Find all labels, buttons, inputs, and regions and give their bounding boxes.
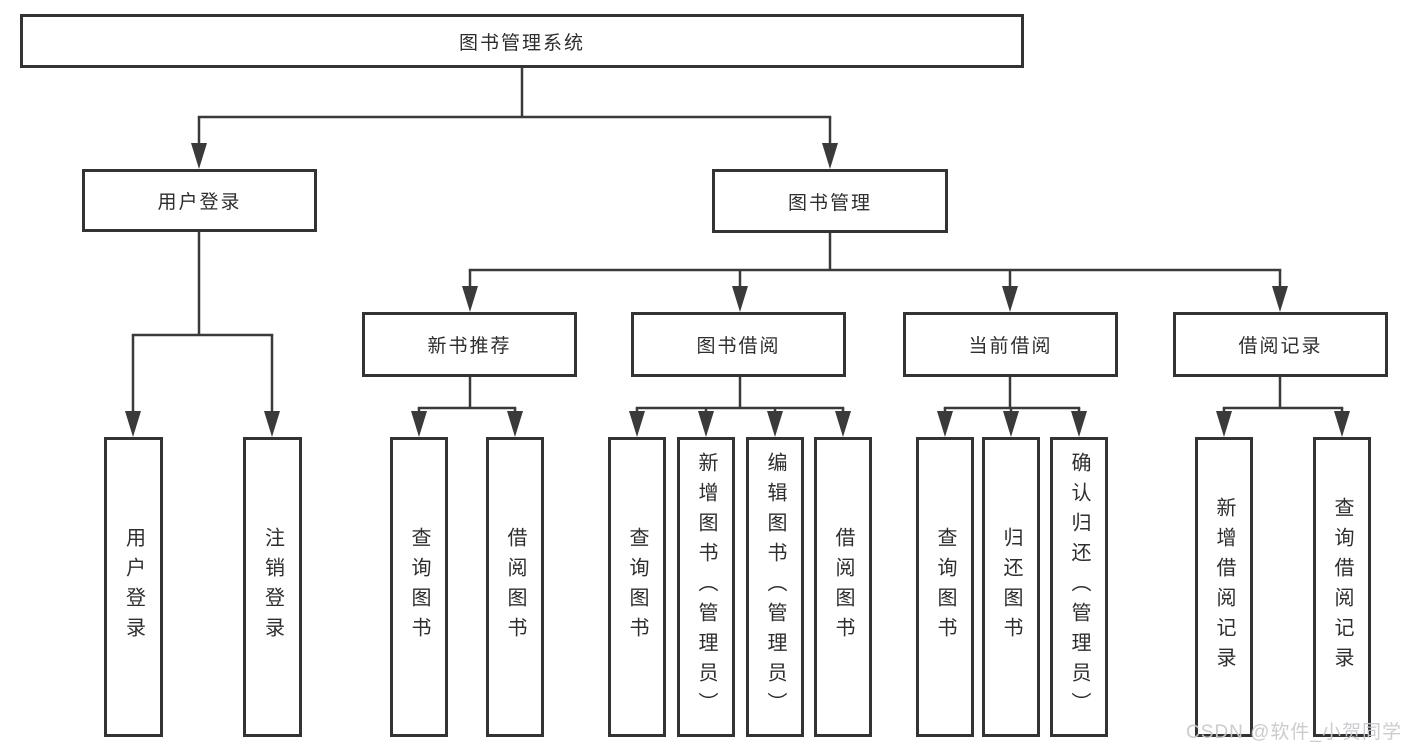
watermark: CSDN @软件_小贺同学: [1186, 722, 1402, 743]
leaf-user-login-label: 用户登录: [122, 527, 145, 647]
node-book-management-label: 图书管理: [787, 192, 872, 214]
leaf-logout: 注销登录: [243, 437, 302, 737]
leaf-br-add-record-label: 新增借阅记录: [1213, 497, 1235, 677]
leaf-nbr-query-books: 查询图书: [390, 437, 448, 737]
leaf-user-login: 用户登录: [104, 437, 163, 737]
leaf-cb-query-books: 查询图书: [916, 437, 974, 737]
leaf-bb-borrow-books-label: 借阅图书: [832, 527, 854, 647]
leaf-br-query-record-label: 查询借阅记录: [1331, 497, 1353, 677]
leaf-cb-confirm-return-admin: 确认归还（管理员）: [1050, 437, 1108, 737]
node-book-borrow-label: 图书借阅: [696, 336, 781, 357]
node-library-management-system: 图书管理系统: [20, 14, 1024, 68]
leaf-cb-confirm-return-admin-label: 确认归还（管理员）: [1068, 452, 1090, 722]
node-new-book-recommend: 新书推荐: [362, 312, 577, 377]
leaf-bb-query-books-label: 查询图书: [626, 527, 648, 647]
node-current-borrow-label: 当前借阅: [968, 336, 1053, 357]
leaf-bb-query-books: 查询图书: [608, 437, 666, 737]
leaf-cb-query-books-label: 查询图书: [934, 527, 956, 647]
node-book-borrow: 图书借阅: [631, 312, 846, 377]
leaf-cb-return-books-label: 归还图书: [1000, 527, 1022, 647]
leaf-bb-edit-books-admin: 编辑图书（管理员）: [746, 437, 804, 737]
leaf-logout-label: 注销登录: [261, 527, 284, 647]
leaf-br-query-record: 查询借阅记录: [1313, 437, 1371, 737]
node-book-management: 图书管理: [712, 169, 948, 233]
node-user-login-label: 用户登录: [157, 192, 242, 213]
node-borrow-records: 借阅记录: [1173, 312, 1388, 377]
leaf-bb-add-books-admin-label: 新增图书（管理员）: [695, 452, 717, 722]
leaf-nbr-borrow-books-label: 借阅图书: [504, 527, 526, 647]
node-borrow-records-label: 借阅记录: [1238, 336, 1323, 357]
node-new-book-recommend-label: 新书推荐: [427, 336, 512, 357]
leaf-nbr-borrow-books: 借阅图书: [486, 437, 544, 737]
leaf-nbr-query-books-label: 查询图书: [408, 527, 430, 647]
leaf-bb-edit-books-admin-label: 编辑图书（管理员）: [764, 452, 786, 722]
leaf-bb-borrow-books: 借阅图书: [814, 437, 872, 737]
leaf-bb-add-books-admin: 新增图书（管理员）: [677, 437, 735, 737]
leaf-cb-return-books: 归还图书: [982, 437, 1040, 737]
leaf-br-add-record: 新增借阅记录: [1195, 437, 1253, 737]
node-library-management-system-label: 图书管理系统: [458, 32, 585, 54]
node-user-login: 用户登录: [82, 169, 317, 232]
node-current-borrow: 当前借阅: [903, 312, 1118, 377]
